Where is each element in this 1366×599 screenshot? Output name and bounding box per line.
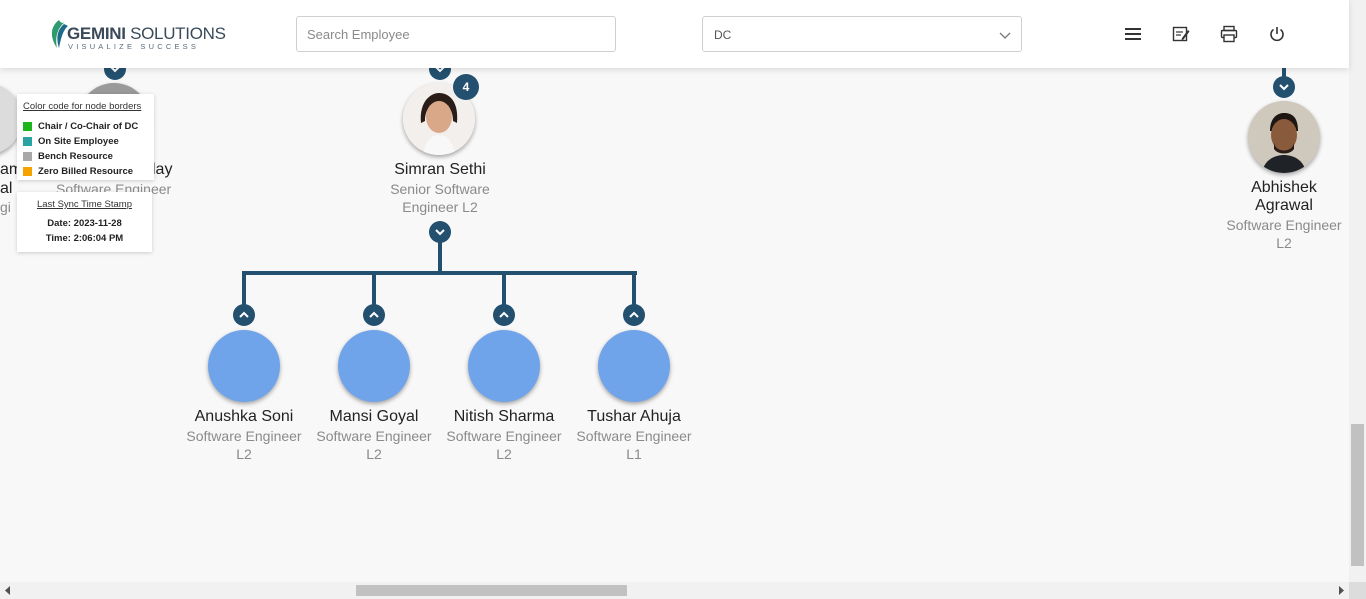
employee-designation: Engineer L2 xyxy=(402,199,478,215)
employee-avatar[interactable] xyxy=(598,330,670,402)
employee-designation: Software Engineer xyxy=(186,428,302,444)
employee-designation: gi xyxy=(0,199,11,215)
legend-item-chair: Chair / Co-Chair of DC xyxy=(23,121,138,132)
employee-avatar[interactable] xyxy=(1248,101,1320,173)
employee-name: Tushar Ahuja xyxy=(587,408,681,425)
search-employee-input[interactable] xyxy=(296,16,616,52)
node-collapse-toggle[interactable] xyxy=(1273,76,1295,98)
scroll-left-arrow-icon[interactable] xyxy=(4,586,12,595)
chevron-down-icon xyxy=(435,229,445,236)
chevron-up-icon xyxy=(239,311,249,318)
sync-title: Last Sync Time Stamp xyxy=(36,199,133,210)
connector-line xyxy=(242,271,637,275)
employee-avatar[interactable] xyxy=(338,330,410,402)
employee-designation: L2 xyxy=(366,446,382,462)
menu-icon[interactable] xyxy=(1123,24,1143,44)
connector-line xyxy=(1282,68,1286,80)
employee-name: am xyxy=(0,161,23,178)
employee-designation: L2 xyxy=(1276,235,1292,251)
vertical-scrollbar[interactable] xyxy=(1349,0,1366,582)
employee-designation: Software Engineer xyxy=(576,428,692,444)
chevron-up-icon xyxy=(629,311,639,318)
logo-tagline: VISUALIZE SUCCESS xyxy=(68,42,200,51)
reportee-count-badge: 4 xyxy=(453,74,479,100)
sync-timestamp: Last Sync Time Stamp Date: 2023-11-28 Ti… xyxy=(17,192,152,252)
scrollbar-corner xyxy=(1349,582,1366,599)
vertical-scroll-thumb[interactable] xyxy=(1351,424,1364,566)
print-icon[interactable] xyxy=(1219,24,1239,44)
swatch-orange xyxy=(23,167,32,176)
employee-name: Simran Sethi xyxy=(394,161,486,178)
connector-line xyxy=(242,271,246,307)
employee-name: al xyxy=(0,180,13,197)
horizontal-scrollbar[interactable] xyxy=(0,582,1349,599)
power-icon[interactable] xyxy=(1267,24,1287,44)
employee-designation: Software Engineer xyxy=(446,428,562,444)
employee-avatar[interactable] xyxy=(208,330,280,402)
legend-item-zero-billed: Zero Billed Resource xyxy=(23,166,133,177)
chevron-up-icon xyxy=(499,311,509,318)
dc-select[interactable]: DC xyxy=(702,16,1022,52)
horizontal-scroll-thumb[interactable] xyxy=(356,585,627,596)
chevron-down-icon xyxy=(110,66,120,73)
employee-avatar[interactable] xyxy=(0,83,22,155)
connector-line xyxy=(632,271,636,307)
node-expand-toggle[interactable] xyxy=(429,221,451,243)
connector-line xyxy=(372,271,376,307)
swatch-teal xyxy=(23,137,32,146)
legend-item-bench: Bench Resource xyxy=(23,151,113,162)
employee-name: Agrawal xyxy=(1255,197,1313,214)
employee-designation: L2 xyxy=(236,446,252,462)
node-collapse-toggle[interactable] xyxy=(233,304,255,326)
app-header: GEMINI SOLUTIONS VISUALIZE SUCCESS DC xyxy=(0,0,1349,68)
logo-brand: GEMINI SOLUTIONS xyxy=(67,24,226,43)
employee-avatar[interactable] xyxy=(468,330,540,402)
employee-designation: Senior Software xyxy=(390,181,490,197)
employee-name: Nitish Sharma xyxy=(453,408,555,425)
connector-line xyxy=(438,242,442,274)
chevron-down-icon xyxy=(435,66,445,73)
employee-designation: L2 xyxy=(496,446,512,462)
node-collapse-toggle[interactable] xyxy=(493,304,515,326)
avatar-photo xyxy=(1248,101,1320,173)
employee-designation: Software Engineer xyxy=(1226,217,1342,233)
node-collapse-toggle[interactable] xyxy=(623,304,645,326)
connector-line xyxy=(502,271,506,307)
employee-name: Mansi Goyal xyxy=(329,408,419,425)
employee-name: Anushka Soni xyxy=(194,408,294,425)
legend-title: Color code for node borders xyxy=(23,101,142,112)
color-legend: Color code for node borders Chair / Co-C… xyxy=(17,94,154,180)
swatch-gray xyxy=(23,152,32,161)
scroll-right-arrow-icon[interactable] xyxy=(1337,586,1345,595)
gemini-logo[interactable]: GEMINI SOLUTIONS VISUALIZE SUCCESS xyxy=(47,16,226,52)
edit-note-icon[interactable] xyxy=(1171,24,1191,44)
legend-item-onsite: On Site Employee xyxy=(23,136,119,147)
swatch-green xyxy=(23,122,32,131)
dc-select-value: DC xyxy=(714,28,732,42)
employee-designation: L1 xyxy=(626,446,642,462)
chevron-down-icon xyxy=(999,32,1011,39)
employee-name: Abhishek xyxy=(1251,179,1317,196)
chevron-up-icon xyxy=(369,311,379,318)
chevron-down-icon xyxy=(1279,84,1289,91)
employee-designation: Software Engineer xyxy=(316,428,432,444)
employee-name: lay xyxy=(152,161,173,178)
sync-date: Date: 2023-11-28 xyxy=(47,218,122,229)
sync-time: Time: 2:06:04 PM xyxy=(45,233,124,244)
leaf-icon xyxy=(51,20,68,48)
node-collapse-toggle[interactable] xyxy=(363,304,385,326)
